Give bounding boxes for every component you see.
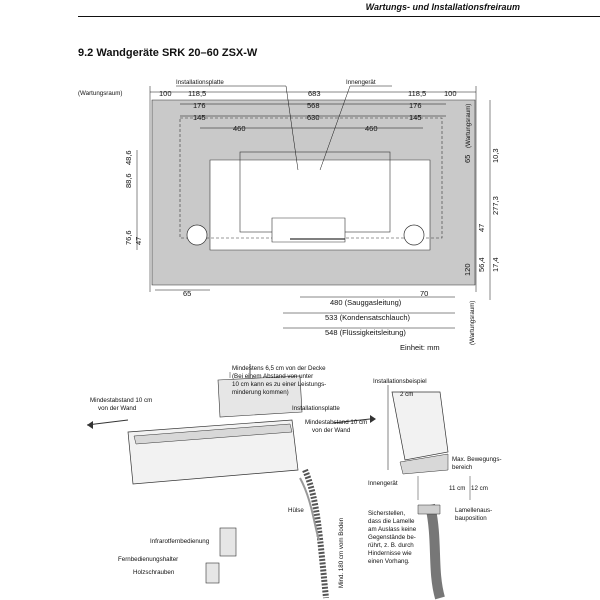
dim-row1-c: 683 [308, 89, 321, 98]
dim-right-b: 10,3 [491, 148, 500, 163]
dim-right-f: 56,4 [477, 257, 486, 272]
note-line-7: einen Vorhang. [368, 558, 410, 565]
dim-right-d: 47 [477, 224, 486, 232]
label-decke: Mindestens 6,5 cm von der Decke [232, 365, 326, 372]
dim-bottom-a: 65 [183, 289, 191, 298]
dim-row2-c: 176 [409, 101, 422, 110]
dim-right-a: 65 [463, 155, 472, 163]
section-header-title: Wartungs- und Installationsfreiraum [365, 2, 520, 12]
label-innengeraet-bottom: Innengerät [368, 480, 398, 487]
label-lamellen2: bauposition [455, 515, 487, 522]
pipe-hole-left [186, 224, 208, 246]
service-space-frame [151, 99, 476, 286]
label-huelse: Hülse [288, 507, 304, 514]
label-decke4: minderung kommen) [232, 389, 289, 396]
label-boden: Mind. 180 cm vom Boden [338, 517, 345, 588]
label-decke2: (Bei einem Abstand von unter [232, 373, 313, 380]
dim-bottom-b: 70 [420, 289, 428, 298]
dim-row1-b: 118,5 [188, 89, 206, 98]
dim-left-d: 47 [134, 237, 143, 245]
label-installationsplatte-bottom: Installationsplatte [292, 405, 340, 412]
dim-row2-a: 176 [193, 101, 206, 110]
label-schrauben: Holzschrauben [133, 569, 175, 576]
label-halter: Fernbedienungshalter [118, 556, 178, 563]
dim-row3-c: 145 [409, 113, 422, 122]
dim-row4-b: 460 [365, 124, 378, 133]
label-left-dist: Mindestabstand 10 cm [90, 397, 152, 404]
note-line-2: dass die Lamelle [368, 518, 415, 525]
line-fluessig: 548 (Flüssigkeitsleitung) [325, 328, 406, 337]
label-wartungsraum-right-bottom: (Wartungsraum) [469, 301, 476, 345]
label-decke3: 10 cm kann es zu einer Leistungs- [232, 381, 326, 388]
dim-row1-d: 118,5 [408, 89, 426, 98]
note-line-1: Sicherstellen, [368, 510, 405, 517]
note-line-6: Hindernisse wie [368, 550, 412, 557]
installation-example-illustration [387, 385, 471, 600]
label-bewegung2: bereich [452, 464, 473, 471]
line-kondensat: 533 (Kondensatschlauch) [325, 313, 411, 322]
label-wartungsraum-right-top: (Wartungsraum) [465, 104, 472, 148]
pipe-connector [271, 217, 346, 243]
dim-right-g: 17,4 [491, 257, 500, 272]
dim-row2-b: 568 [307, 101, 320, 110]
label-right-dist2: von der Wand [312, 427, 351, 434]
label-fernbedienung: Infrarotfernbedienung [150, 538, 210, 545]
section-title: 9.2 Wandgeräte SRK 20–60 ZSX-W [78, 47, 258, 59]
label-innengeraet: Innengerät [346, 79, 376, 86]
dim-right-e: 120 [463, 263, 472, 276]
label-bewegung: Max. Bewegungs- [452, 456, 502, 463]
header-rule [78, 16, 600, 17]
dim-left-a: 48,6 [124, 150, 133, 165]
label-einheit: Einheit: mm [400, 343, 440, 352]
note-line-5: rührt, z. B. durch [368, 542, 414, 549]
dim-row3-b: 630 [307, 113, 320, 122]
dim-row3-a: 145 [193, 113, 206, 122]
label-wartungsraum-left: (Wartungsraum) [78, 90, 122, 97]
dim-row4-a: 460 [233, 124, 246, 133]
label-installationsplatte: Installationsplatte [176, 79, 224, 86]
dim-row1-a: 100 [159, 89, 172, 98]
note-line-3: am Auslass keine [368, 526, 417, 533]
label-eleven-cm: 11 cm [449, 485, 465, 492]
installation-illustration [86, 364, 376, 599]
label-beispiel: Installationsbeispiel [373, 378, 427, 385]
page-header: Wartungs- und Installationsfreiraum [0, 0, 600, 30]
line-sauggas: 480 (Sauggasleitung) [330, 298, 402, 307]
label-left-dist2: von der Wand [98, 405, 137, 412]
label-lamellen: Lamellenaus- [455, 507, 492, 514]
dim-row1-e: 100 [444, 89, 457, 98]
dim-left-c: 76,6 [124, 230, 133, 245]
label-twelve-cm: 12 cm [471, 485, 488, 492]
dim-right-c: 277,3 [491, 196, 500, 215]
note-line-4: Gegenstände be- [368, 534, 416, 541]
label-two-cm: 2 cm [400, 391, 413, 398]
pipe-hole-right [403, 224, 425, 246]
label-right-dist: Mindestabstand 10 cm [305, 419, 367, 426]
dim-left-b: 88,6 [124, 173, 133, 188]
